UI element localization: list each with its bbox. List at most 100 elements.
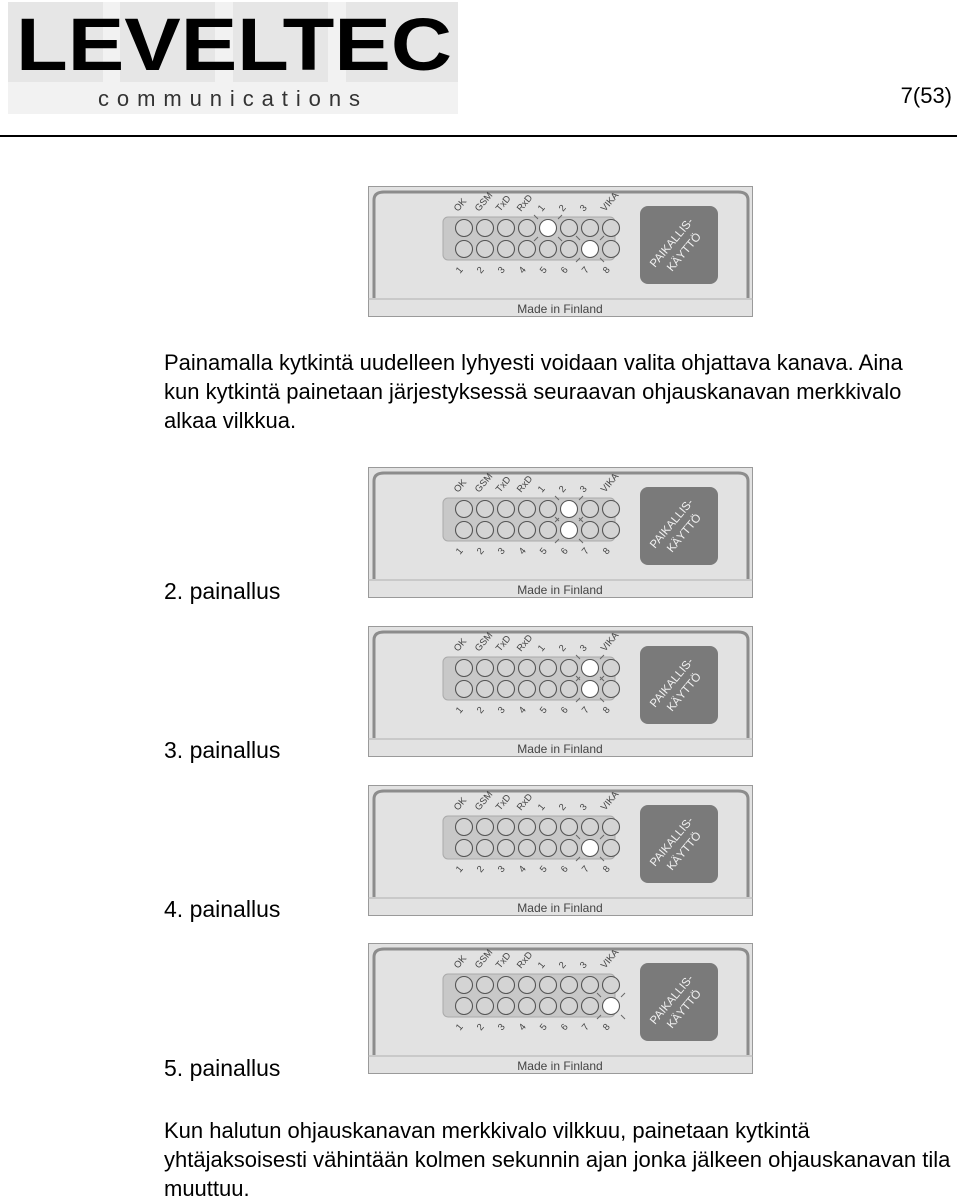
led-bottom-label: 5: [538, 546, 550, 557]
led: [538, 658, 558, 678]
made-in-finland-label: Made in Finland: [517, 742, 602, 756]
led: [475, 239, 495, 259]
led-bottom-label: 1: [454, 864, 466, 875]
led: [475, 838, 495, 858]
local-control-button: [640, 805, 718, 883]
led-bottom-label: 7: [580, 546, 592, 557]
led-ray: [599, 257, 605, 263]
led: [538, 679, 558, 699]
led: [496, 975, 516, 995]
local-control-button: [640, 206, 718, 284]
led-ray: [575, 676, 581, 682]
led: [601, 658, 621, 678]
panel-inner-frame: [372, 630, 750, 738]
led: [454, 658, 474, 678]
panel-inner-frame: [372, 947, 750, 1055]
led: [454, 239, 474, 259]
led: [580, 975, 600, 995]
led-lit: [538, 218, 558, 238]
led-ray: [599, 675, 605, 681]
led: [559, 996, 579, 1016]
led: [454, 520, 474, 540]
intro-paragraph: Painamalla kytkintä uudelleen lyhyesti v…: [164, 350, 903, 433]
led-ray: [599, 856, 605, 862]
local-control-button: [640, 487, 718, 565]
led-bottom-label: 1: [454, 1022, 466, 1033]
led: [454, 679, 474, 699]
led-ray: [620, 992, 626, 998]
led-ray: [554, 516, 560, 522]
led: [475, 658, 495, 678]
led-ray: [557, 236, 563, 242]
led: [601, 499, 621, 519]
led-bottom-label: 7: [580, 705, 592, 716]
led-top-label: 1: [536, 960, 548, 971]
led-lit: [580, 838, 600, 858]
led-bottom-label: 3: [496, 546, 508, 557]
led-bottom-label: 7: [580, 864, 592, 875]
led-bottom-label: 7: [580, 1022, 592, 1033]
step-label-press-3: 3. painallus: [164, 737, 281, 763]
led-bottom-label: 3: [496, 1022, 508, 1033]
led-bottom-label: 6: [559, 1022, 571, 1033]
led-bottom-label: 4: [517, 705, 529, 716]
led: [517, 218, 537, 238]
led-lit: [601, 996, 621, 1016]
led-lit: [559, 499, 579, 519]
led: [559, 838, 579, 858]
led-top-label: 2: [557, 643, 569, 654]
led: [496, 658, 516, 678]
local-control-button: [640, 646, 718, 724]
led-ray: [620, 1014, 626, 1020]
company-logo: LEVELTEC communications: [8, 2, 458, 114]
led-top-label: 1: [536, 643, 548, 654]
led-bottom-label: 5: [538, 705, 550, 716]
led: [517, 996, 537, 1016]
led-bottom-label: 8: [601, 1022, 613, 1033]
led-bottom-label: 8: [601, 864, 613, 875]
led: [517, 679, 537, 699]
led-bottom-label: 6: [559, 265, 571, 276]
led: [538, 975, 558, 995]
led: [559, 975, 579, 995]
step-label-press-4: 4. painallus: [164, 896, 281, 922]
led-top-label: 3: [578, 960, 590, 971]
led-ray: [596, 1014, 602, 1020]
led: [475, 679, 495, 699]
logo-subtitle: communications: [98, 86, 360, 111]
led-bottom-label: 6: [559, 705, 571, 716]
led-top-label: 3: [578, 643, 590, 654]
led-top-label: 2: [557, 802, 569, 813]
led: [538, 838, 558, 858]
led: [517, 975, 537, 995]
led-ray: [599, 654, 605, 660]
led-ray: [575, 654, 581, 660]
led-ray: [554, 538, 560, 544]
led: [601, 520, 621, 540]
led-bottom-label: 5: [538, 864, 550, 875]
led-top-label: 1: [536, 203, 548, 214]
led-ray: [578, 538, 584, 544]
led-bottom-label: 2: [475, 265, 487, 276]
led-bottom-label: 1: [454, 546, 466, 557]
led-bottom-label: 4: [517, 1022, 529, 1033]
led-bottom-label: 8: [601, 265, 613, 276]
led-top-label: 2: [557, 203, 569, 214]
led: [538, 520, 558, 540]
led-bottom-label: 3: [496, 265, 508, 276]
led-bottom-label: 4: [517, 546, 529, 557]
led: [496, 679, 516, 699]
led-bottom-label: 7: [580, 265, 592, 276]
led: [538, 499, 558, 519]
led-ray: [599, 834, 605, 840]
led-bottom-label: 2: [475, 864, 487, 875]
led: [580, 817, 600, 837]
led: [538, 817, 558, 837]
led: [496, 499, 516, 519]
led-top-label: 2: [557, 484, 569, 495]
